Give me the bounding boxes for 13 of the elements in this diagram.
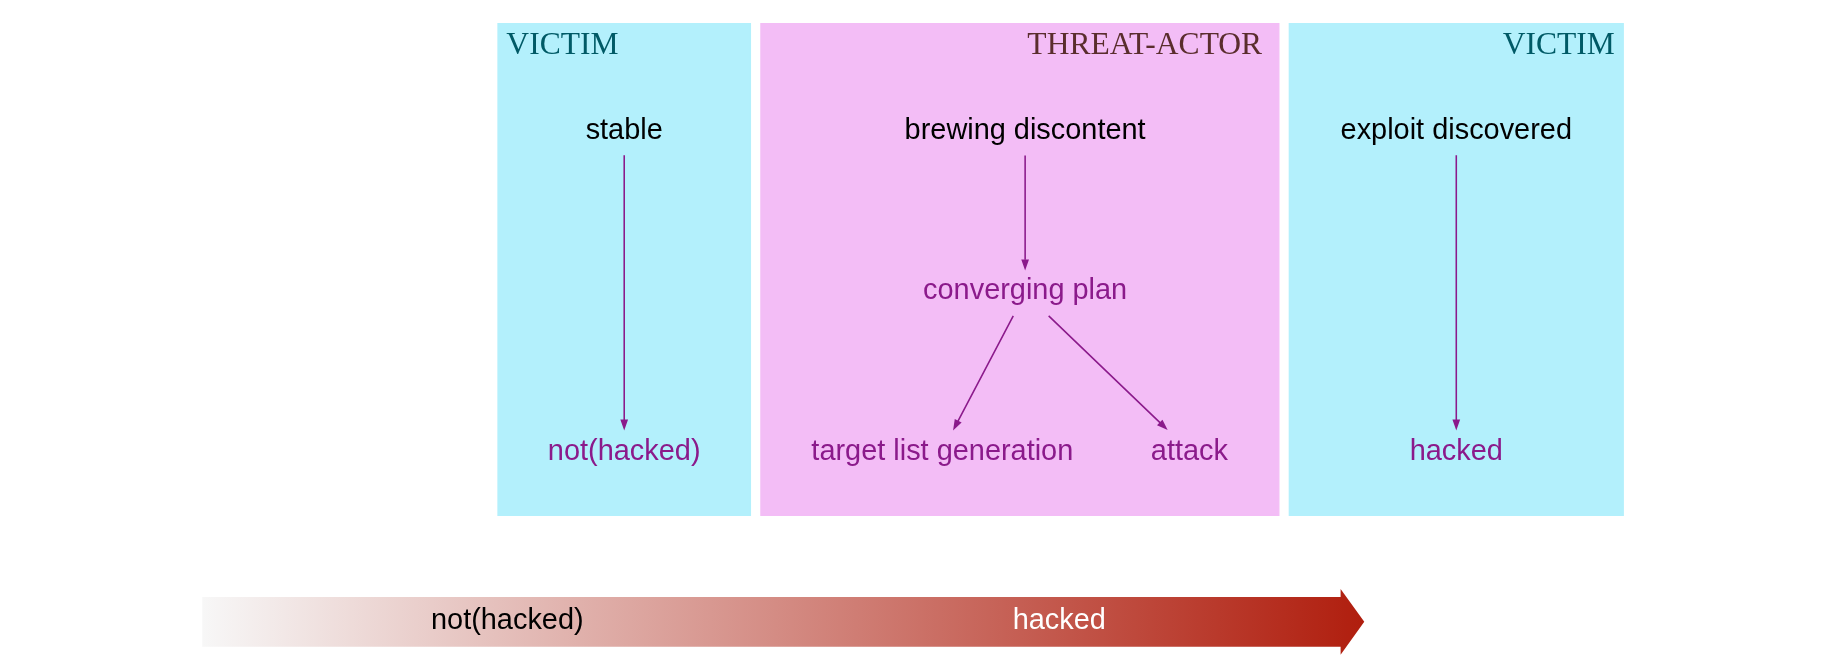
node-text: attack [1150,433,1228,466]
node-text: not(hacked) [547,433,701,466]
arrow [1451,154,1460,431]
node-text: brewing discontent [904,112,1146,145]
node-text: target list generation [810,433,1073,466]
arrow [1047,315,1168,431]
node-text: converging plan [922,273,1127,306]
arrow [952,315,1014,431]
node-text: stable [585,112,663,145]
node-text: exploit discovered [1340,112,1572,145]
node-text: hacked [1409,433,1503,466]
arrow [619,154,628,431]
arrow [1020,154,1029,271]
